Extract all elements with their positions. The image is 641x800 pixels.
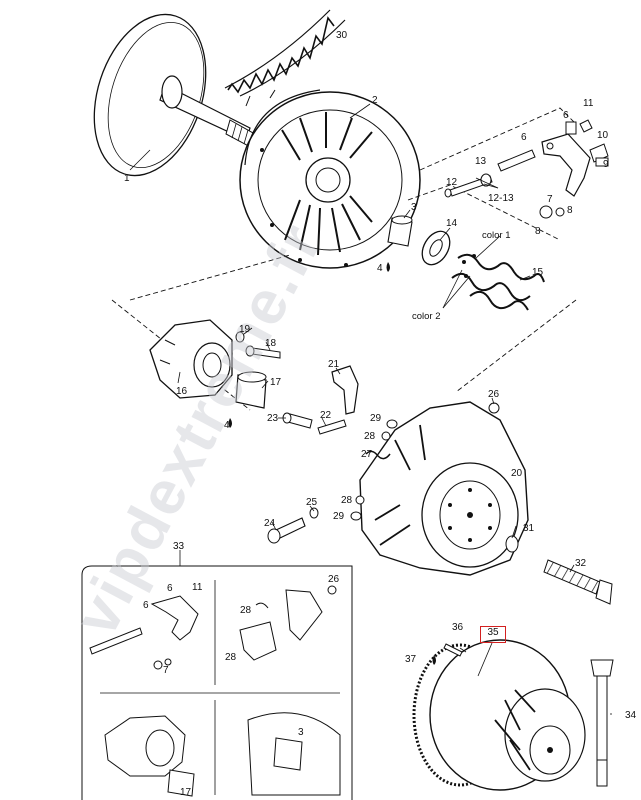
bushing-part-17: [235, 371, 267, 409]
spider-part-16: [149, 319, 233, 399]
callout-16: 16: [176, 386, 188, 397]
bolt-part-23: [282, 412, 313, 429]
callout-28b: 28: [341, 495, 353, 506]
cover-part-20: [359, 401, 529, 576]
nut-part-26: [488, 402, 500, 414]
kit-callout-7: 7: [163, 665, 169, 676]
lever-part-21: [331, 365, 359, 415]
callout-29: 29: [370, 413, 382, 424]
bolt-part-34: [590, 659, 614, 787]
callout-22: 22: [320, 410, 332, 421]
callout-11: 11: [583, 98, 594, 109]
kit-callout-28b: 28: [225, 652, 237, 663]
callout-32: 32: [575, 558, 587, 569]
bolt-part-24: [267, 517, 306, 544]
movable-sheave-part-2: [239, 89, 421, 269]
callout-6b: 6: [521, 132, 527, 143]
callout-7: 7: [547, 194, 553, 205]
callout-23: 23: [267, 413, 279, 424]
callout-31: 31: [523, 523, 535, 534]
bolt-part-32: [543, 559, 613, 605]
color-2-label: color 2: [412, 311, 441, 322]
washer-part-25: [309, 507, 319, 519]
washer-part-28b: [355, 495, 365, 505]
roller-part-29: [386, 419, 398, 429]
callout-17: 17: [270, 377, 282, 388]
grease-icon-3: [432, 655, 436, 665]
callout-28: 28: [364, 431, 376, 442]
kit-callout-6b: 6: [143, 600, 149, 611]
callout-36: 36: [452, 622, 464, 633]
washer-part-14: [421, 230, 451, 266]
callout-12: 12: [446, 177, 458, 188]
washer-part-19: [235, 331, 245, 343]
callout-24: 24: [264, 518, 276, 529]
highlighted-part-box[interactable]: [480, 626, 506, 643]
kit-callout-3: 3: [298, 727, 304, 738]
ring-part-9: [595, 157, 609, 167]
screw-part-36: [443, 643, 463, 657]
washer-part-31: [505, 535, 519, 553]
screw-part-18: [245, 345, 281, 359]
callout-labels: 1 2 3 4 6 6 11 10 9 7 8 8 13 12 12-13 14…: [124, 30, 637, 798]
callout-12-13: 12-13: [488, 193, 514, 204]
callout-15: 15: [532, 267, 544, 278]
spring-part-15: [451, 253, 545, 311]
callout-6: 6: [563, 110, 569, 121]
bushing-part-3: [387, 215, 413, 247]
roller-part-29b: [350, 511, 362, 521]
highlighted-part-35-label[interactable]: 35: [487, 627, 499, 638]
kit-callout-6: 6: [167, 583, 173, 594]
grease-icon: [386, 262, 390, 272]
callout-18: 18: [265, 338, 277, 349]
callout-34: 34: [625, 710, 637, 721]
grease-icon-2: [228, 418, 232, 428]
callout-37: 37: [405, 654, 417, 665]
belt-part-30: [224, 9, 346, 107]
kit-callout-28: 28: [240, 605, 252, 616]
axle-part-5: [497, 149, 536, 172]
callout-25: 25: [306, 497, 318, 508]
spring-part-27: [365, 450, 391, 460]
pin-part-22: [317, 419, 347, 435]
nut-part-11: [579, 119, 593, 133]
kit-inset-part-33: [81, 550, 353, 800]
callout-4: 4: [377, 263, 383, 274]
callout-14: 14: [446, 218, 458, 229]
callout-8b: 8: [535, 226, 541, 237]
callout-13: 13: [475, 156, 487, 167]
callout-21: 21: [328, 359, 340, 370]
leader-lines: [129, 103, 612, 715]
callout-1: 1: [124, 173, 130, 184]
roller-part-7: [539, 205, 565, 219]
callout-9: 9: [603, 159, 609, 170]
kit-callout-26: 26: [328, 574, 340, 585]
callout-3: 3: [411, 202, 417, 213]
callout-27: 27: [361, 449, 373, 460]
bolt-part-6: [565, 121, 577, 135]
color-1-label: color 1: [482, 230, 511, 241]
kit-callout-11: 11: [192, 582, 203, 593]
callout-19: 19: [239, 324, 251, 335]
callout-8: 8: [567, 205, 573, 216]
callout-26: 26: [488, 389, 500, 400]
fixed-sheave-part-1: [93, 13, 263, 177]
callout-29b: 29: [333, 511, 345, 522]
callout-10: 10: [597, 130, 609, 141]
callout-2: 2: [372, 95, 378, 106]
kit-callout-17: 17: [180, 787, 192, 798]
callout-30: 30: [336, 30, 348, 41]
drive-pulley-part-35: [412, 639, 586, 791]
centrifugal-arm-part-6: [541, 133, 591, 197]
washer-part-28: [381, 431, 391, 441]
callout-20: 20: [511, 468, 523, 479]
callout-33: 33: [173, 541, 185, 552]
callout-4b: 4: [224, 420, 230, 431]
